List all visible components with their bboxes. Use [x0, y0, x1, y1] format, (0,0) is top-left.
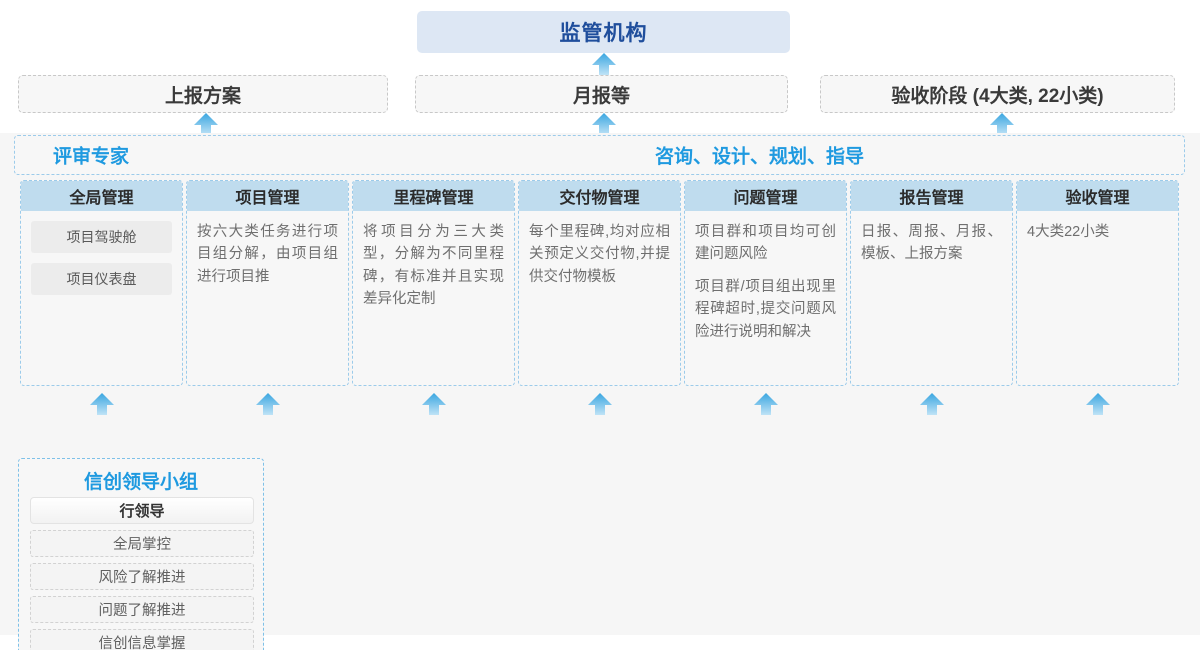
- arrow-up-to-report-management: [920, 393, 944, 415]
- task-issue-awareness[interactable]: 问题了解推进: [30, 596, 254, 623]
- task-risk-awareness[interactable]: 风险了解推进: [30, 563, 254, 590]
- arrow-up-to-deliverable-management: [588, 393, 612, 415]
- regulator-label: 监管机构: [559, 22, 648, 45]
- column-body-acceptance-management: 4大类22小类: [1017, 211, 1178, 385]
- column-head-project-management: 项目管理: [187, 181, 348, 211]
- column-body-deliverable-management: 每个里程碑,均对应相关预定义交付物,并提供交付物模板: [519, 211, 680, 385]
- column-head-global-management: 全局管理: [21, 181, 182, 211]
- column-paragraph-report-management: 日报、周报、月报、模板、上报方案: [861, 224, 1002, 263]
- arrow-up-consult-to-acceptance: [990, 113, 1014, 135]
- pill-project-cockpit[interactable]: 项目驾驶舱: [31, 221, 172, 253]
- report-box-plan-label: 上报方案: [164, 85, 241, 107]
- column-body-report-management: 日报、周报、月报、模板、上报方案: [851, 211, 1012, 385]
- arrow-up-to-project-management: [256, 393, 280, 415]
- column-paragraph-project-management: 按六大类任务进行项目组分解，由项目组进行项目推: [197, 224, 338, 285]
- column-deliverable-management[interactable]: 交付物管理 每个里程碑,均对应相关预定义交付物,并提供交付物模板: [518, 180, 681, 386]
- report-box-acceptance: 验收阶段 (4大类, 22小类): [820, 75, 1175, 113]
- banner-label-consulting: 咨询、设计、规划、指导: [655, 146, 865, 168]
- column-body-global-management: 项目驾驶舱 项目仪表盘: [21, 211, 182, 385]
- column-head-milestone-management: 里程碑管理: [353, 181, 514, 211]
- report-box-acceptance-label: 验收阶段 (4大类, 22小类): [891, 85, 1104, 107]
- role-head-bank-leader[interactable]: 行领导: [30, 497, 254, 524]
- column-paragraph2-issue-management: 项目群/项目组出现里程碑超时,提交问题风险进行说明和解决: [695, 278, 836, 340]
- task-xinchuang-info[interactable]: 信创信息掌握: [30, 629, 254, 650]
- regulator-box: 监管机构: [417, 11, 790, 53]
- column-head-issue-management: 问题管理: [685, 181, 846, 211]
- column-project-management[interactable]: 项目管理 按六大类任务进行项目组分解，由项目组进行项目推: [186, 180, 349, 386]
- column-report-management[interactable]: 报告管理 日报、周报、月报、模板、上报方案: [850, 180, 1013, 386]
- column-body-issue-management: 项目群和项目均可创建问题风险 项目群/项目组出现里程碑超时,提交问题风险进行说明…: [685, 211, 846, 385]
- report-box-monthly: 月报等: [415, 75, 788, 113]
- report-box-monthly-label: 月报等: [572, 85, 630, 107]
- column-head-deliverable-management: 交付物管理: [519, 181, 680, 211]
- column-paragraph-issue-management: 项目群和项目均可创建问题风险: [695, 224, 836, 263]
- banner-label-expert: 评审专家: [53, 146, 130, 168]
- column-body-project-management: 按六大类任务进行项目组分解，由项目组进行项目推: [187, 211, 348, 385]
- pill-project-dashboard[interactable]: 项目仪表盘: [31, 263, 172, 295]
- task-global-control[interactable]: 全局掌控: [30, 530, 254, 557]
- column-acceptance-management[interactable]: 验收管理 4大类22小类: [1016, 180, 1179, 386]
- column-global-management[interactable]: 全局管理 项目驾驶舱 项目仪表盘: [20, 180, 183, 386]
- report-box-plan: 上报方案: [18, 75, 388, 113]
- column-paragraph-acceptance-management: 4大类22小类: [1027, 224, 1110, 240]
- column-body-milestone-management: 将项目分为三大类型，分解为不同里程碑，有标准并且实现差异化定制: [353, 211, 514, 385]
- column-paragraph-deliverable-management: 每个里程碑,均对应相关预定义交付物,并提供交付物模板: [529, 224, 670, 285]
- expert-consulting-banner: 评审专家 咨询、设计、规划、指导: [14, 135, 1185, 175]
- group-leading-team-body: 行领导 全局掌控 风险了解推进 问题了解推进 信创信息掌握: [30, 497, 254, 650]
- group-leading-team-title: 信创领导小组: [83, 472, 198, 493]
- arrow-up-monthly-report-to-regulator: [592, 53, 616, 75]
- group-leading-team: 信创领导小组 行领导 全局掌控 风险了解推进 问题了解推进 信创信息掌握: [18, 458, 264, 650]
- column-head-acceptance-management: 验收管理: [1017, 181, 1178, 211]
- column-milestone-management[interactable]: 里程碑管理 将项目分为三大类型，分解为不同里程碑，有标准并且实现差异化定制: [352, 180, 515, 386]
- arrow-up-to-milestone-management: [422, 393, 446, 415]
- column-paragraph-milestone-management: 将项目分为三大类型，分解为不同里程碑，有标准并且实现差异化定制: [363, 224, 504, 308]
- arrow-up-expert-to-plan: [194, 113, 218, 135]
- arrow-up-to-issue-management: [754, 393, 778, 415]
- column-issue-management[interactable]: 问题管理 项目群和项目均可创建问题风险 项目群/项目组出现里程碑超时,提交问题风…: [684, 180, 847, 386]
- column-head-report-management: 报告管理: [851, 181, 1012, 211]
- arrow-up-to-acceptance-management: [1086, 393, 1110, 415]
- arrow-up-consult-to-monthly: [592, 113, 616, 135]
- arrow-up-to-global-management: [90, 393, 114, 415]
